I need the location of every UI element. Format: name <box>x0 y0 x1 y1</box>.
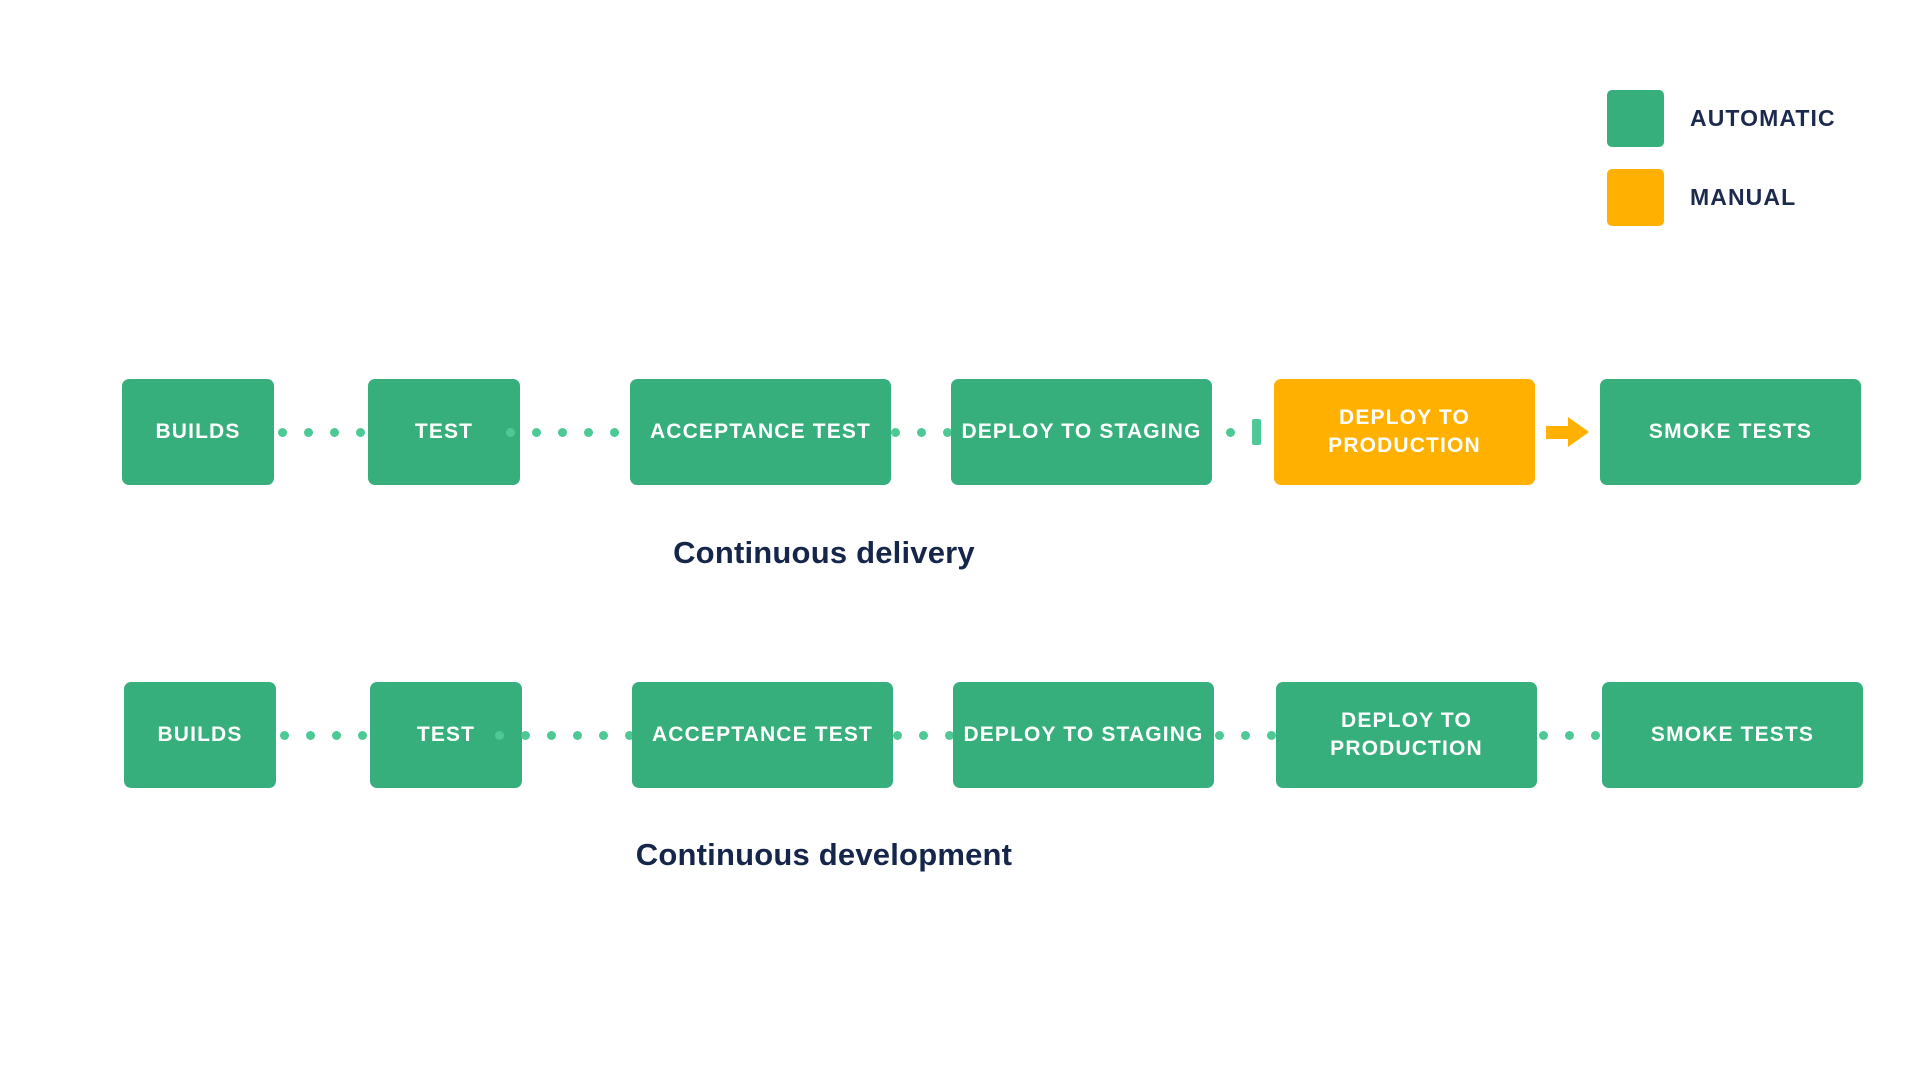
legend-item-automatic: AUTOMATIC <box>1607 90 1836 147</box>
connector-dot <box>1539 730 1548 740</box>
connector-dotted <box>276 682 370 788</box>
stage-label: BUILDS <box>155 420 241 444</box>
arrow-head <box>1568 417 1589 447</box>
connector-arrow <box>1535 379 1600 485</box>
stage-label: DEPLOY TO STAGING <box>963 723 1204 747</box>
connector-dotted <box>505 379 645 485</box>
stage-label: ACCEPTANCE TEST <box>651 723 874 747</box>
dotted-line-icon <box>505 427 645 437</box>
legend: AUTOMATIC MANUAL <box>1607 90 1836 226</box>
connector-dot <box>1266 730 1276 740</box>
connector-dot <box>520 730 530 740</box>
legend-label-manual: MANUAL <box>1690 184 1797 210</box>
connector-dot <box>598 730 608 740</box>
connector-dot <box>916 427 926 437</box>
connector-dot <box>1591 730 1600 740</box>
dotted-line-icon <box>279 730 367 740</box>
connector-dot <box>329 427 339 437</box>
pipeline-continuous-delivery: BUILDS TEST ACCEPTANCE TEST DEPLOY TO STAGI… <box>122 379 1861 485</box>
stage-label: ACCEPTANCE TEST <box>649 420 872 444</box>
dotted-line-icon <box>1225 419 1261 445</box>
arrow-icon <box>1546 417 1589 447</box>
connector-dot <box>892 730 902 740</box>
connector-dot <box>357 730 367 740</box>
connector-dot <box>1214 730 1224 740</box>
connector-dotted <box>274 379 368 485</box>
stage-box-smoke-tests[interactable]: SMOKE TESTS <box>1602 682 1863 788</box>
connector-dot <box>494 730 504 740</box>
connector-dotted <box>1214 682 1276 788</box>
connector-dot <box>1240 730 1250 740</box>
connector-dot <box>331 730 341 740</box>
stage-box-deploy-to-production[interactable]: DEPLOY TO PRODUCTION <box>1276 682 1537 788</box>
stage-box-deploy-to-staging[interactable]: DEPLOY TO STAGING <box>951 379 1212 485</box>
stage-box-deploy-to-production[interactable]: DEPLOY TO PRODUCTION <box>1274 379 1535 485</box>
legend-label-automatic: AUTOMATIC <box>1690 105 1836 131</box>
dotted-line-icon <box>1539 730 1600 740</box>
connector-dot <box>624 730 634 740</box>
connector-dot <box>557 427 567 437</box>
stage-box-deploy-to-staging[interactable]: DEPLOY TO STAGING <box>953 682 1214 788</box>
stage-box-builds[interactable]: BUILDS <box>122 379 274 485</box>
connector-dot <box>303 427 313 437</box>
stage-label: SMOKE TESTS <box>1648 420 1813 444</box>
caption-continuous-development: Continuous development <box>635 837 1013 872</box>
connector-dot <box>609 427 619 437</box>
connector-dot <box>890 427 900 437</box>
connector-dot <box>583 427 593 437</box>
connector-dotted <box>892 682 954 788</box>
connector-dot <box>305 730 315 740</box>
connector-dotted <box>890 379 952 485</box>
stage-box-acceptance-test[interactable]: ACCEPTANCE TEST <box>630 379 891 485</box>
dotted-line-icon <box>892 730 954 740</box>
legend-item-manual: MANUAL <box>1607 169 1836 226</box>
legend-swatch-automatic <box>1607 90 1664 147</box>
connector-dot <box>572 730 582 740</box>
stage-box-test[interactable]: TEST <box>368 379 520 485</box>
dotted-line-icon <box>1214 730 1276 740</box>
stage-box-acceptance-test[interactable]: ACCEPTANCE TEST <box>632 682 893 788</box>
connector-dash-bar <box>1251 419 1261 445</box>
stage-label: DEPLOY TO PRODUCTION <box>1328 406 1481 457</box>
stage-label: DEPLOY TO STAGING <box>961 420 1202 444</box>
connector-dot <box>942 427 952 437</box>
connector-dot <box>531 427 541 437</box>
dotted-line-icon <box>277 427 365 437</box>
connector-dot <box>279 730 289 740</box>
connector-dotted <box>1537 682 1602 788</box>
stage-box-smoke-tests[interactable]: SMOKE TESTS <box>1600 379 1861 485</box>
stage-label: SMOKE TESTS <box>1650 723 1815 747</box>
connector-dot <box>505 427 515 437</box>
caption-continuous-delivery: Continuous delivery <box>673 535 975 570</box>
connector-dot <box>546 730 556 740</box>
stage-label: BUILDS <box>157 723 243 747</box>
dotted-line-icon <box>890 427 952 437</box>
connector-dot <box>1565 730 1574 740</box>
legend-swatch-manual <box>1607 169 1664 226</box>
connector-dotted <box>1212 379 1274 485</box>
connector-dotted <box>494 682 660 788</box>
stage-label: TEST <box>416 723 476 747</box>
stage-label: TEST <box>414 420 474 444</box>
connector-dot <box>918 730 928 740</box>
connector-dot <box>1225 427 1235 437</box>
connector-dot <box>944 730 954 740</box>
stage-box-builds[interactable]: BUILDS <box>124 682 276 788</box>
pipeline-continuous-development: BUILDS TEST ACCEPTANCE TEST DEPLOY TO STAGI… <box>124 682 1863 788</box>
stage-label: DEPLOY TO PRODUCTION <box>1330 709 1483 760</box>
connector-dot <box>355 427 365 437</box>
connector-dot <box>277 427 287 437</box>
arrow-shaft <box>1546 425 1568 439</box>
